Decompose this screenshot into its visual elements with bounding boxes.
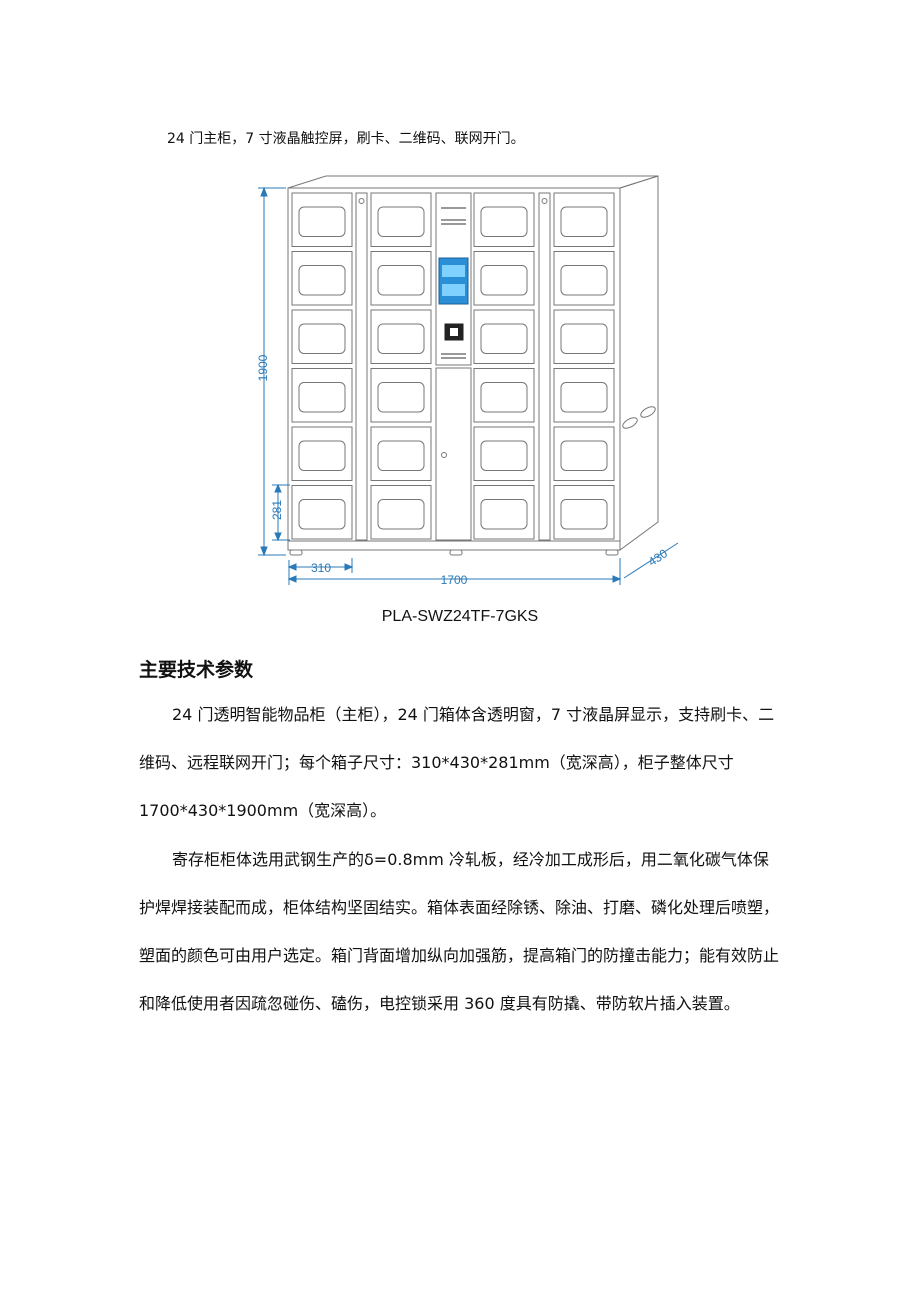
- locker-window: [377, 323, 425, 354]
- locker-door: [553, 309, 615, 364]
- card-reader-window: [450, 328, 458, 336]
- locker-door: [473, 309, 535, 364]
- dim-depth-line: [623, 542, 679, 579]
- locker-window: [298, 440, 346, 471]
- locker-window: [480, 382, 528, 413]
- locker-door: [291, 309, 353, 364]
- locker-door: [291, 251, 353, 306]
- locker-window: [560, 265, 608, 296]
- dim-box-width-label: 310: [311, 561, 331, 575]
- figure-caption: PLA-SWZ24TF-7GKS: [381, 608, 539, 625]
- locker-door: [553, 485, 615, 540]
- cabinet-foot: [289, 549, 303, 556]
- locker-window: [480, 206, 528, 237]
- locker-door: [370, 426, 432, 481]
- locker-door: [473, 192, 535, 247]
- control-panel: [435, 192, 472, 366]
- lock-icon: [358, 198, 365, 204]
- locker-door: [370, 485, 432, 540]
- paragraph-material: 寄存柜柜体选用武钢生产的δ=0.8mm 冷轧板，经冷加工成形后，用二氧化碳气体保…: [139, 850, 780, 1013]
- dim-arrow: [274, 532, 282, 542]
- locker-window: [560, 440, 608, 471]
- locker-window: [480, 440, 528, 471]
- locker-door: [291, 192, 353, 247]
- locker-door: [553, 251, 615, 306]
- dim-arrow: [260, 186, 268, 197]
- locker-door: [370, 192, 432, 247]
- dim-total-width-label: 1700: [441, 573, 468, 587]
- side-handle: [622, 417, 638, 429]
- locker-window: [560, 323, 608, 354]
- locker-window: [377, 382, 425, 413]
- locker-door: [553, 426, 615, 481]
- screen-button: [442, 284, 465, 296]
- dim-arrow: [260, 546, 268, 557]
- locker-window: [298, 265, 346, 296]
- locker-door: [473, 485, 535, 540]
- locker-window: [377, 265, 425, 296]
- locker-door: [473, 368, 535, 423]
- lcd-screen: [438, 257, 469, 305]
- dim-arrow: [287, 563, 297, 571]
- dimension-lines: [258, 186, 679, 585]
- locker-window: [298, 323, 346, 354]
- locker-door: [291, 426, 353, 481]
- locker-door: [370, 368, 432, 423]
- locker-window: [560, 382, 608, 413]
- dim-arrow: [287, 575, 297, 583]
- locker-door: [473, 426, 535, 481]
- storage-lock-icon: [441, 452, 447, 458]
- storage-door: [435, 367, 472, 541]
- dim-arrow: [344, 563, 354, 571]
- dim-height-label: 1900: [256, 354, 270, 381]
- locker-window: [298, 499, 346, 530]
- locker-window: [480, 265, 528, 296]
- locker-window: [377, 206, 425, 237]
- locker-window: [377, 440, 425, 471]
- locker-window: [480, 499, 528, 530]
- cabinet-foot: [449, 549, 463, 556]
- lock-strip: [538, 192, 551, 541]
- locker-door: [553, 368, 615, 423]
- locker-door: [291, 485, 353, 540]
- locker-window: [480, 323, 528, 354]
- locker-window: [377, 499, 425, 530]
- dim-depth-label: 430: [646, 546, 671, 569]
- intro-text: 24 门主柜，7 寸液晶触控屏，刷卡、二维码、联网开门。: [167, 131, 525, 147]
- paragraph-specs: 24 门透明智能物品柜（主柜），24 门箱体含透明窗，7 寸液晶屏显示，支持刷卡…: [139, 705, 775, 820]
- locker-door: [370, 309, 432, 364]
- locker-door: [473, 251, 535, 306]
- locker-door: [370, 251, 432, 306]
- locker-window: [298, 206, 346, 237]
- dim-box-height-label: 281: [270, 500, 284, 520]
- lock-icon: [541, 198, 548, 204]
- side-handle: [640, 406, 656, 418]
- screen-button: [442, 265, 465, 277]
- section-heading: 主要技术参数: [139, 659, 254, 681]
- locker-door: [291, 368, 353, 423]
- locker-door: [553, 192, 615, 247]
- cabinet-foot: [605, 549, 619, 556]
- locker-window: [298, 382, 346, 413]
- locker-window: [560, 206, 608, 237]
- locker-cabinet-drawing: 1900 281 310 1700 430: [256, 175, 679, 587]
- cabinet-side: [619, 175, 659, 551]
- cabinet-top: [287, 175, 659, 189]
- dim-arrow: [612, 575, 622, 583]
- locker-window: [560, 499, 608, 530]
- lock-strip: [355, 192, 368, 541]
- cabinet-body: [287, 175, 659, 556]
- dim-arrow: [274, 483, 282, 493]
